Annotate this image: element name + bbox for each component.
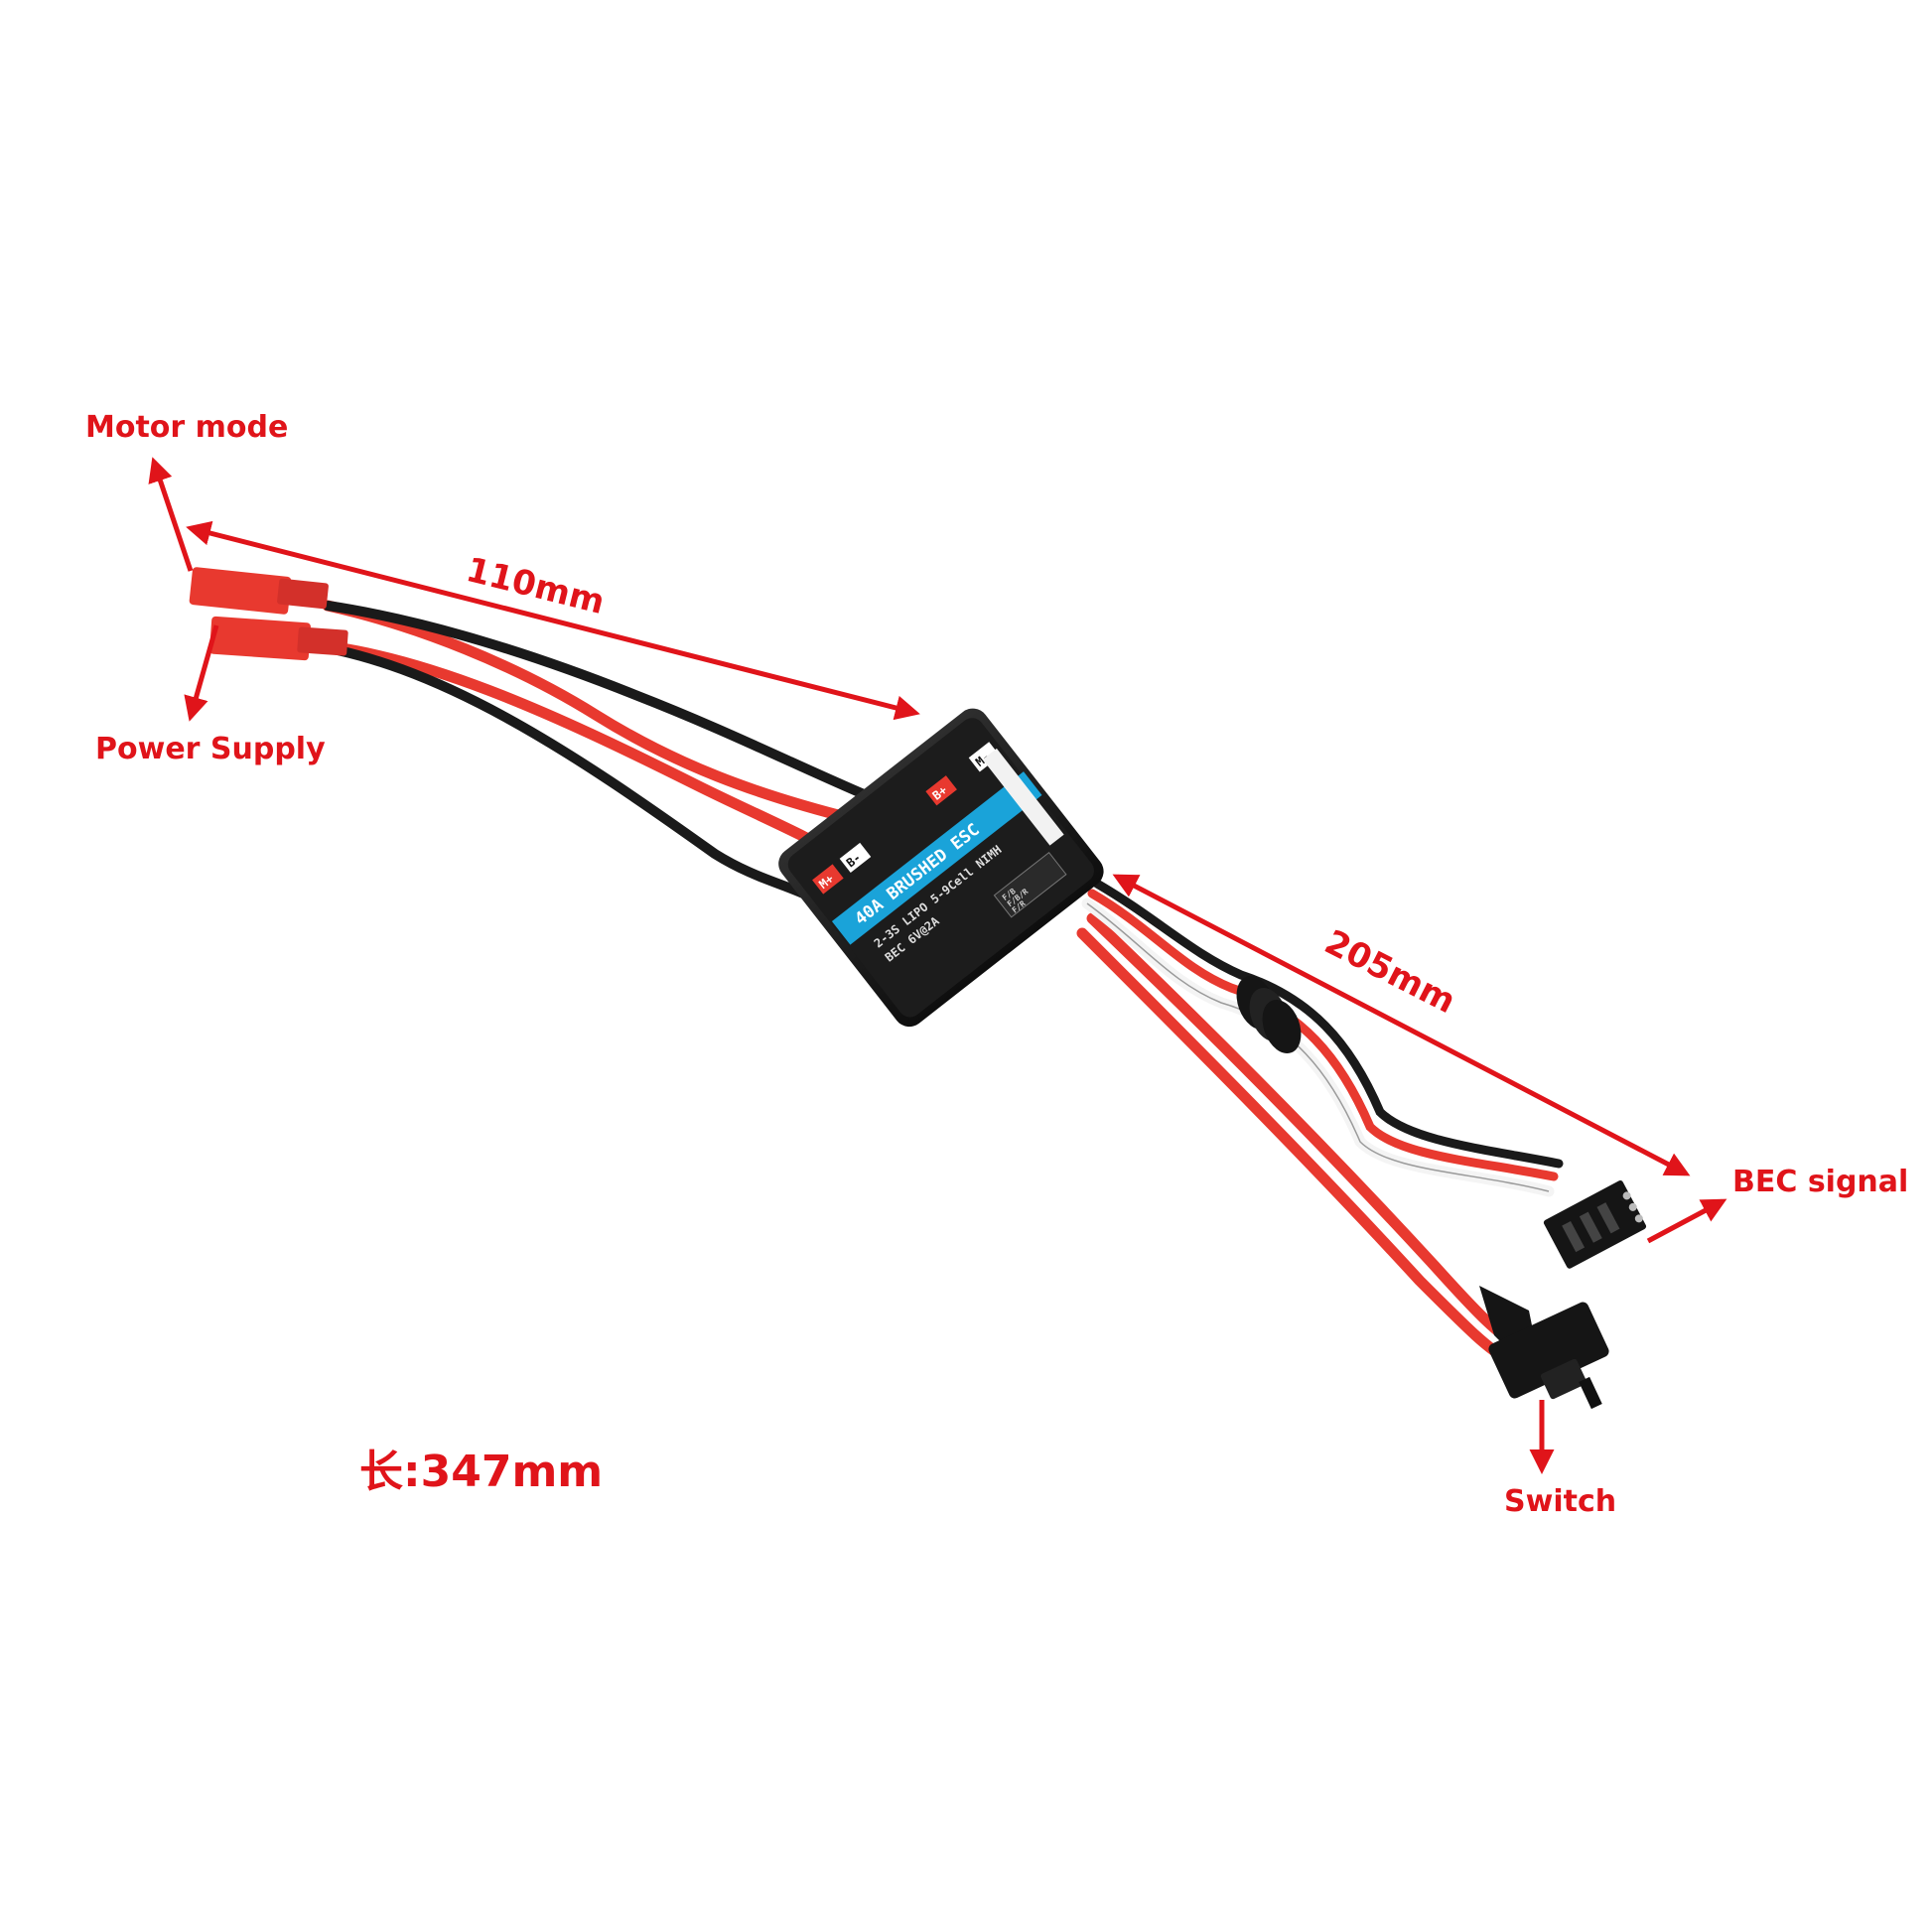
bec-connector bbox=[1543, 1180, 1647, 1269]
dim-arrow-205 bbox=[1112, 874, 1691, 1176]
wire-red-signal bbox=[1087, 889, 1559, 1181]
callout-bec-signal: BEC signal bbox=[1732, 1165, 1908, 1199]
dim-label-110: 110mm bbox=[463, 550, 609, 622]
wire-black-power bbox=[293, 638, 819, 903]
motor-mode-arrow bbox=[148, 457, 194, 572]
power-switch bbox=[1479, 1286, 1609, 1410]
input-wires bbox=[292, 600, 869, 903]
dim-label-205: 205mm bbox=[1318, 922, 1462, 1022]
total-length-label: 长:347mm bbox=[359, 1447, 603, 1497]
wire-red-motor bbox=[322, 600, 860, 825]
motor-connector bbox=[189, 567, 329, 615]
power-supply-arrow bbox=[184, 624, 219, 722]
esc-module: 40A BRUSHED ESC 2-3S LIPO 5-9Cell NIMH B… bbox=[778, 708, 1104, 1028]
callout-motor-mode: Motor mode bbox=[85, 410, 288, 445]
callout-power-supply: Power Supply bbox=[95, 732, 326, 766]
dim-arrow-110 bbox=[186, 520, 920, 721]
callout-switch: Switch bbox=[1504, 1484, 1616, 1519]
bec-signal-arrow bbox=[1646, 1198, 1727, 1244]
power-connector bbox=[209, 616, 348, 661]
